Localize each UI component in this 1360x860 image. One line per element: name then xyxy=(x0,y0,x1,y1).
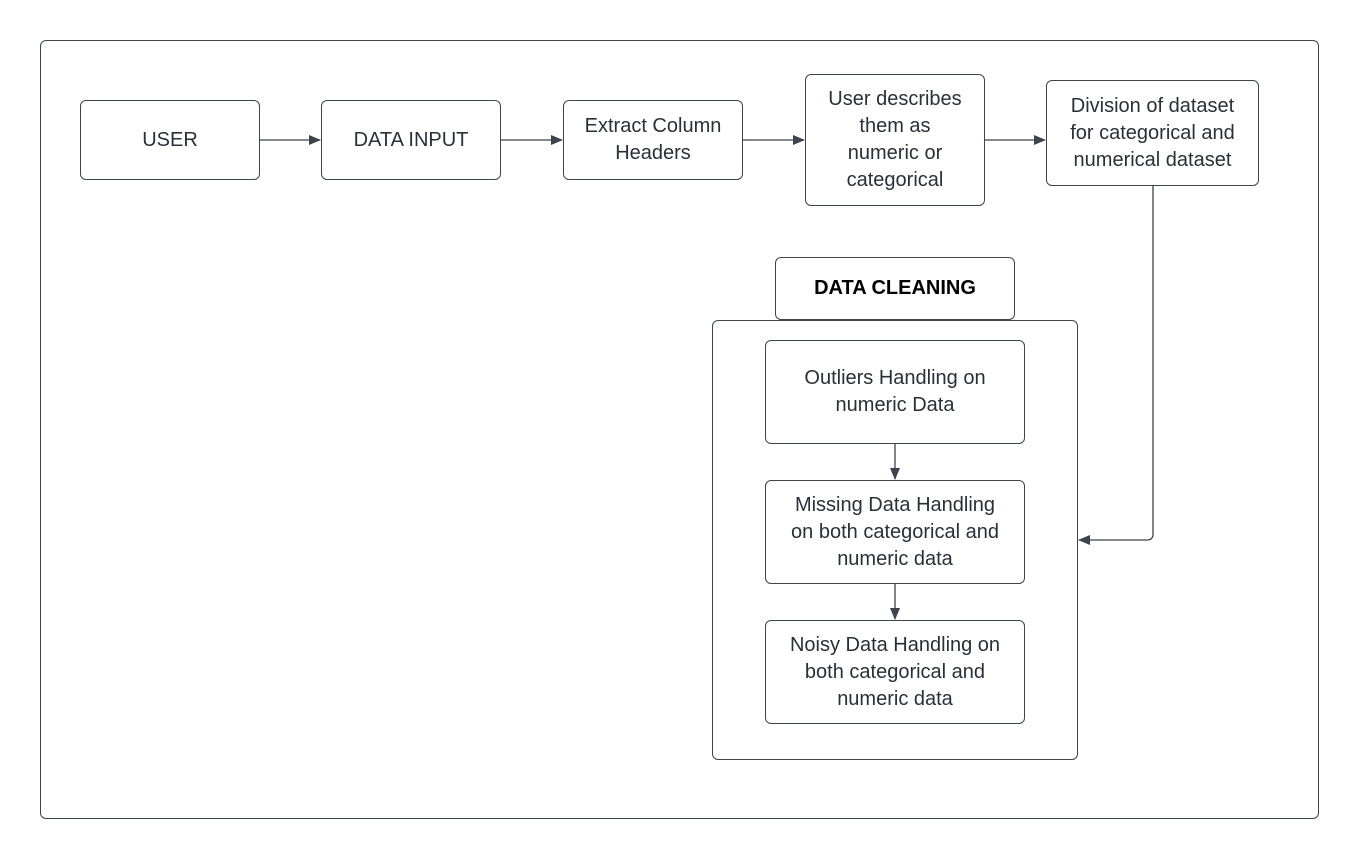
describe-types-node-label: User describes them as numeric or catego… xyxy=(828,88,962,191)
data-cleaning-container xyxy=(712,320,1078,760)
outliers-step-label: Outliers Handling on numeric Data xyxy=(804,367,986,416)
noisy-data-step: Noisy Data Handling on both categorical … xyxy=(765,620,1025,724)
missing-data-step-label: Missing Data Handling on both categorica… xyxy=(791,493,999,570)
data-input-node: DATA INPUT xyxy=(321,100,501,180)
extract-headers-node-label: Extract Column Headers xyxy=(584,115,722,164)
data-cleaning-title-label: DATA CLEANING xyxy=(814,277,976,299)
user-node: USER xyxy=(80,100,260,180)
division-node: Division of dataset for categorical and … xyxy=(1046,80,1259,186)
extract-headers-node: Extract Column Headers xyxy=(563,100,743,180)
user-node-label: USER xyxy=(142,128,198,151)
outliers-step: Outliers Handling on numeric Data xyxy=(765,340,1025,444)
division-node-label: Division of dataset for categorical and … xyxy=(1070,94,1235,171)
noisy-data-step-label: Noisy Data Handling on both categorical … xyxy=(789,633,1001,710)
data-input-node-label: DATA INPUT xyxy=(353,128,469,151)
describe-types-node: User describes them as numeric or catego… xyxy=(805,74,985,206)
data-cleaning-title: DATA CLEANING xyxy=(775,257,1015,320)
missing-data-step: Missing Data Handling on both categorica… xyxy=(765,480,1025,584)
diagram-frame xyxy=(40,40,1319,819)
